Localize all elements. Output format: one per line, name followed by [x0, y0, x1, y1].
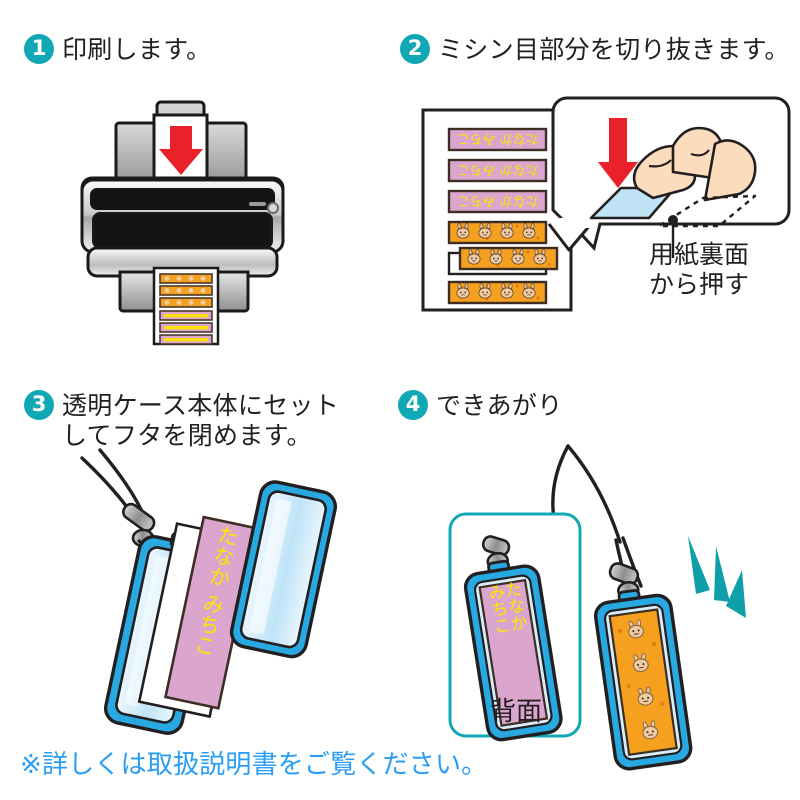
step-4-number-badge: 4 [398, 390, 428, 420]
printed-strip-pink [159, 334, 213, 345]
strip-name-text: たなか みちこ [456, 162, 538, 177]
step-3-number-badge: 3 [24, 390, 54, 420]
step-1-label: 印刷します。 [62, 35, 212, 64]
back-side-caption: 背面 [490, 697, 542, 727]
step-4-header: 4 できあがり [398, 390, 563, 421]
strip-name-text: たなか みちこ [456, 193, 538, 208]
step-4-illustration: たなか みちこ 背面 [440, 428, 780, 771]
step-2-number-badge: 2 [400, 34, 430, 64]
sheet-strip-pink-2: たなか みちこ [447, 158, 548, 183]
printed-strip-pink [159, 310, 213, 321]
printed-label-sheet-output [152, 266, 220, 346]
step-2-illustration: たなか みちこ たなか みちこ たなか みちこ [405, 92, 795, 342]
step-3-header: 3 透明ケース本体にセット してフタを閉めます。 [24, 390, 339, 451]
step-3-label: 透明ケース本体にセット してフタを閉めます。 [62, 391, 340, 450]
printed-strip-orange [159, 273, 213, 284]
step-2-header: 2 ミシン目部分を切り抜きます。 [400, 34, 790, 65]
sheet-strip-orange-2 [447, 280, 548, 305]
red-down-arrow-icon [159, 126, 203, 175]
step-1-illustration [80, 96, 380, 361]
step-3-illustration: たなか みちこ [60, 436, 360, 735]
callout-hand-finger [632, 126, 757, 202]
clear-case-lid [229, 480, 337, 659]
name-label-pink: たなか みちこ [163, 515, 259, 710]
printer-body [80, 176, 285, 254]
callout-dotted-label-outline [657, 194, 757, 228]
sheet-strip-orange-1 [447, 220, 548, 245]
callout-red-down-arrow-icon [598, 118, 638, 188]
paper-back-push-annotation: 用紙裏面 から押す [649, 240, 750, 299]
annotation-leader [668, 215, 678, 258]
step-2-label: ミシン目部分を切り抜きます。 [438, 35, 790, 64]
finished-tag-back: たなか みちこ [463, 535, 563, 742]
sheet-strip-orange-popped [458, 246, 559, 271]
finished-tag-front [593, 562, 693, 771]
step-1-number-badge: 1 [24, 34, 54, 64]
sparkle-rays-icon [688, 536, 746, 618]
printed-strip-orange [159, 297, 213, 308]
footnote-text: ※詳しくは取扱説明書をご覧ください。 [20, 750, 488, 780]
step-4-label: できあがり [436, 391, 563, 420]
printed-strip-orange [159, 285, 213, 296]
sheet-strip-pink-3: たなか みちこ [447, 189, 548, 214]
step-1-header: 1 印刷します。 [24, 34, 211, 65]
sheet-strip-pink-1: たなか みちこ [447, 127, 548, 152]
printed-strip-pink [159, 322, 213, 333]
strip-name-text: たなか みちこ [456, 131, 538, 146]
